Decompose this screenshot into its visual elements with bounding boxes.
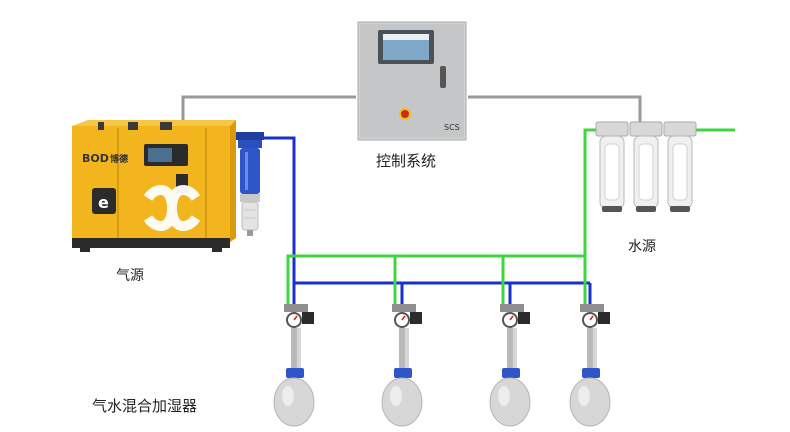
humidifier-unit-3: [489, 304, 531, 427]
control-system-label: 控制系统: [376, 152, 437, 170]
compressor-badge-text: e: [98, 193, 109, 212]
signal-line-to-water: [468, 95, 642, 122]
compressor-badge: [92, 188, 116, 214]
signal-line-to-compressor: [181, 95, 356, 124]
compressor-brand-cn-text: 博德: [110, 153, 128, 165]
compressor-vent: [128, 122, 138, 130]
signal-lines: [181, 95, 642, 124]
humidifier-unit-1: [273, 304, 315, 427]
air-compressor: BOD 博德 e: [72, 120, 236, 252]
air-lines: [250, 136, 592, 304]
air-line-main: [250, 136, 590, 285]
compressor-brand-text: BOD: [82, 152, 109, 165]
control-cabinet: SCS: [357, 21, 467, 141]
water-filter-2: [629, 121, 663, 212]
humidifier-unit-4: [569, 304, 611, 427]
water-source-label: 水源: [628, 239, 656, 255]
water-line-main: [286, 128, 598, 304]
humidifier-unit-2: [381, 304, 423, 427]
panel-brand-text: SCS: [444, 123, 460, 132]
air-source-label: 气源: [116, 268, 144, 284]
emergency-stop-button: [399, 108, 411, 120]
humidifier-label: 气水混合加湿器: [92, 397, 198, 415]
door-handle: [440, 66, 446, 88]
humidifier-units: [273, 304, 611, 427]
infinity-logo: [143, 185, 201, 231]
water-filter-3: [663, 121, 697, 212]
water-filters: [595, 121, 697, 212]
air-filter: [236, 132, 264, 236]
water-filter-1: [595, 121, 629, 212]
